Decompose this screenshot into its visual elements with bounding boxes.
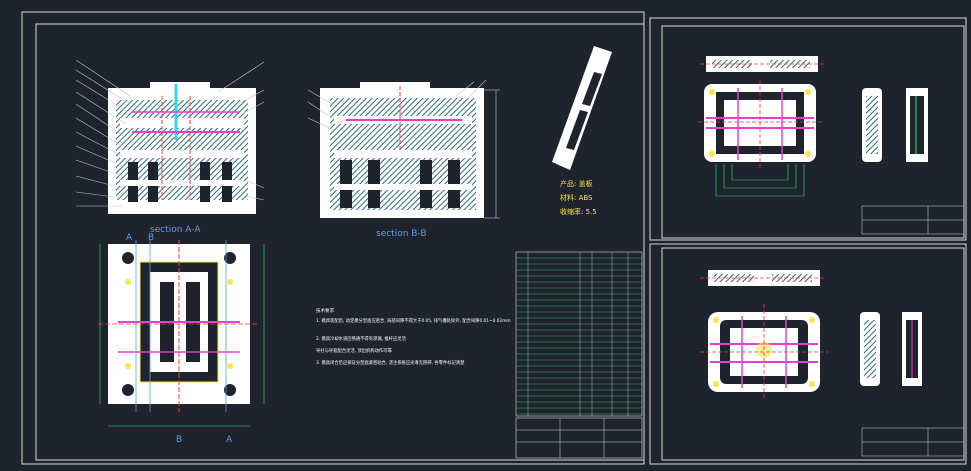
parts-list-border (515, 251, 643, 417)
note-2: 2. 模具冷却水道应畅通不得有渗漏, 推杆应灵活 (316, 335, 407, 342)
title-block-main (515, 417, 643, 459)
sheet-core-plate (649, 17, 967, 241)
sheet-main-assembly (21, 11, 645, 465)
section-bb-label: section B-B (376, 229, 427, 239)
technical-notes: 技术要求 1. 模具装配后, 动定模分型面应密合, 局部间隙不得大于0.05, … (316, 307, 511, 366)
note-4: 3. 模具闭合后应保证分型面紧密贴合, 浇注系统应光滑无阻碍, 各零件标记清楚 (316, 359, 465, 366)
cut-b-bottom: B (176, 435, 182, 445)
product-name: 产品: 盖板 (560, 179, 593, 188)
notes-title: 技术要求 (316, 307, 334, 314)
note-1: 1. 模具装配后, 动定模分型面应密合, 局部间隙不得大于0.05, 排气槽处除… (316, 317, 511, 324)
section-bb-view: section B-B (307, 79, 500, 239)
plan-view: A B B A (98, 233, 265, 445)
cut-a-bottom: A (226, 435, 233, 445)
section-aa-view: section A-A (75, 59, 265, 235)
note-3: 导柱与导套配合灵活, 顶出机构动作可靠 (316, 347, 392, 354)
section-aa-label: section A-A (150, 225, 201, 235)
product-material: 材料: ABS (560, 193, 593, 202)
product-isometric: 产品: 盖板 材料: ABS 收缩率: 5.5 (552, 46, 612, 216)
sheet-cavity-plate (649, 243, 967, 465)
cut-b-top: B (148, 233, 154, 243)
cut-a-top: A (126, 233, 133, 243)
product-shrink: 收缩率: 5.5 (560, 207, 597, 216)
parts-list-table (515, 251, 643, 417)
